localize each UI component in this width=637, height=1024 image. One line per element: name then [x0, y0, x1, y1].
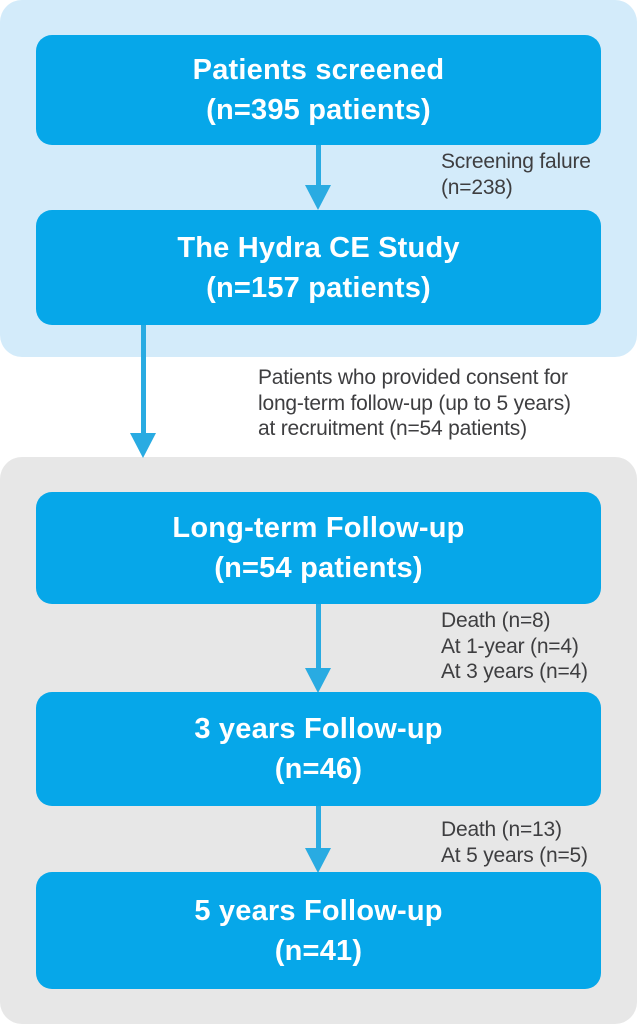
label-line: Death (n=13): [441, 818, 562, 841]
arrow-longterm-to-3years: [305, 604, 331, 693]
label-line: At 5 years (n=5): [441, 843, 588, 867]
arrow-stem: [315, 145, 321, 187]
label-line: Death (n=8): [441, 609, 551, 632]
label-line: At 3 years (n=4): [441, 660, 588, 683]
arrow-head-icon: [305, 185, 331, 210]
label-line: (n=238): [441, 175, 513, 199]
arrow-stem: [315, 604, 321, 670]
label-line: Patients who provided consent for: [258, 366, 568, 389]
arrow-screened-to-hydra: [305, 145, 331, 210]
label-attrition-5-years: Death (n=13) At 5 years (n=5): [441, 817, 588, 868]
node-count: (n=41): [274, 934, 363, 967]
node-count: (n=54 patients): [214, 552, 423, 584]
arrow-head-icon: [130, 433, 156, 458]
arrow-stem: [315, 806, 321, 850]
node-5-years-follow-up: 5 years Follow-up (n=41): [36, 872, 601, 989]
node-title: 3 years Follow-up: [194, 713, 443, 745]
label-attrition-3-years: Death (n=8) At 1-year (n=4) At 3 years (…: [441, 608, 588, 685]
arrow-stem: [140, 325, 146, 435]
label-line: long-term follow-up (up to 5 years): [258, 391, 571, 415]
arrow-3years-to-5years: [305, 806, 331, 873]
node-patients-screened: Patients screened (n=395 patients): [36, 35, 601, 145]
label-screening-failure: Screening falure (n=238): [441, 149, 591, 200]
node-count: (n=46): [274, 753, 363, 785]
label-consent: Patients who provided consent for long-t…: [258, 365, 571, 442]
label-line: Screening falure: [441, 150, 591, 173]
node-title: 5 years Follow-up: [194, 894, 443, 927]
node-title: The Hydra CE Study: [177, 231, 460, 264]
arrow-head-icon: [305, 668, 331, 693]
node-hydra-ce-study: The Hydra CE Study (n=157 patients): [36, 210, 601, 325]
node-title: Patients screened: [192, 54, 445, 86]
label-line: at recruitment (n=54 patients): [258, 417, 527, 440]
node-count: (n=395 patients): [206, 94, 431, 126]
node-3-years-follow-up: 3 years Follow-up (n=46): [36, 692, 601, 806]
node-count: (n=157 patients): [206, 271, 431, 304]
node-title: Long-term Follow-up: [172, 512, 465, 544]
node-long-term-follow-up: Long-term Follow-up (n=54 patients): [36, 492, 601, 604]
arrow-hydra-to-longterm: [130, 325, 156, 458]
label-line: At 1-year (n=4): [441, 634, 579, 658]
arrow-head-icon: [305, 848, 331, 873]
